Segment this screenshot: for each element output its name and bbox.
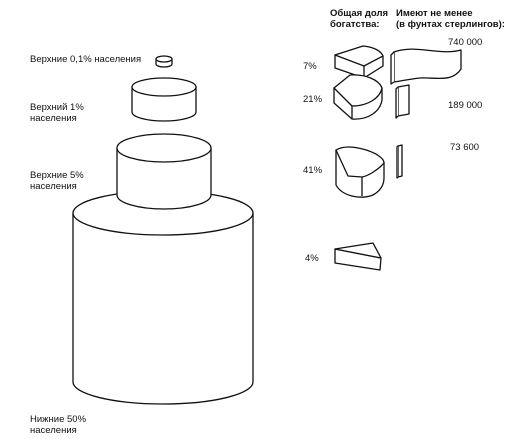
threshold-flag-73600	[396, 144, 403, 179]
group-label-top-5-line-2: населения	[30, 181, 77, 192]
threshold-flag-740000	[390, 48, 462, 85]
cylinder-bottom-50	[72, 190, 254, 405]
header-threshold-line-1: Имеют не менее	[396, 8, 473, 19]
share-value-top-1: 21%	[303, 94, 323, 105]
cylinder-top-1	[131, 77, 197, 122]
share-value-bottom-50: 4%	[305, 253, 319, 264]
cylinder-top-0-1	[155, 55, 173, 68]
cylinder-top-5	[116, 133, 212, 210]
header-share-line-1: Общая доля	[330, 8, 389, 19]
threshold-flag-189000	[395, 84, 410, 119]
share-value-top-0-1: 7%	[303, 61, 317, 72]
header-share-line-2: богатства:	[330, 19, 380, 30]
wealth-share-wedge-41	[335, 146, 385, 198]
wealth-share-wedge-21	[333, 74, 383, 120]
group-label-bottom-50-line-2: населения	[30, 425, 77, 436]
threshold-value-top-1: 189 000	[448, 100, 483, 111]
group-label-top-0-1: Верхние 0,1% населения	[30, 54, 142, 65]
threshold-value-top-0-1: 740 000	[448, 37, 483, 48]
threshold-value-top-5: 73 600	[450, 142, 480, 153]
group-label-top-5-line-1: Верхние 5%	[30, 170, 84, 181]
group-label-top-1-line-2: населения	[30, 113, 77, 124]
share-value-top-5: 41%	[303, 165, 323, 176]
wealth-share-wedge-4	[334, 242, 382, 271]
group-label-bottom-50-line-1: Нижние 50%	[30, 414, 87, 425]
group-label-top-1-line-1: Верхний 1%	[30, 102, 84, 113]
wealth-share-wedge-7	[334, 45, 384, 79]
header-threshold-line-2: (в фунтах стерлингов):	[396, 19, 505, 30]
